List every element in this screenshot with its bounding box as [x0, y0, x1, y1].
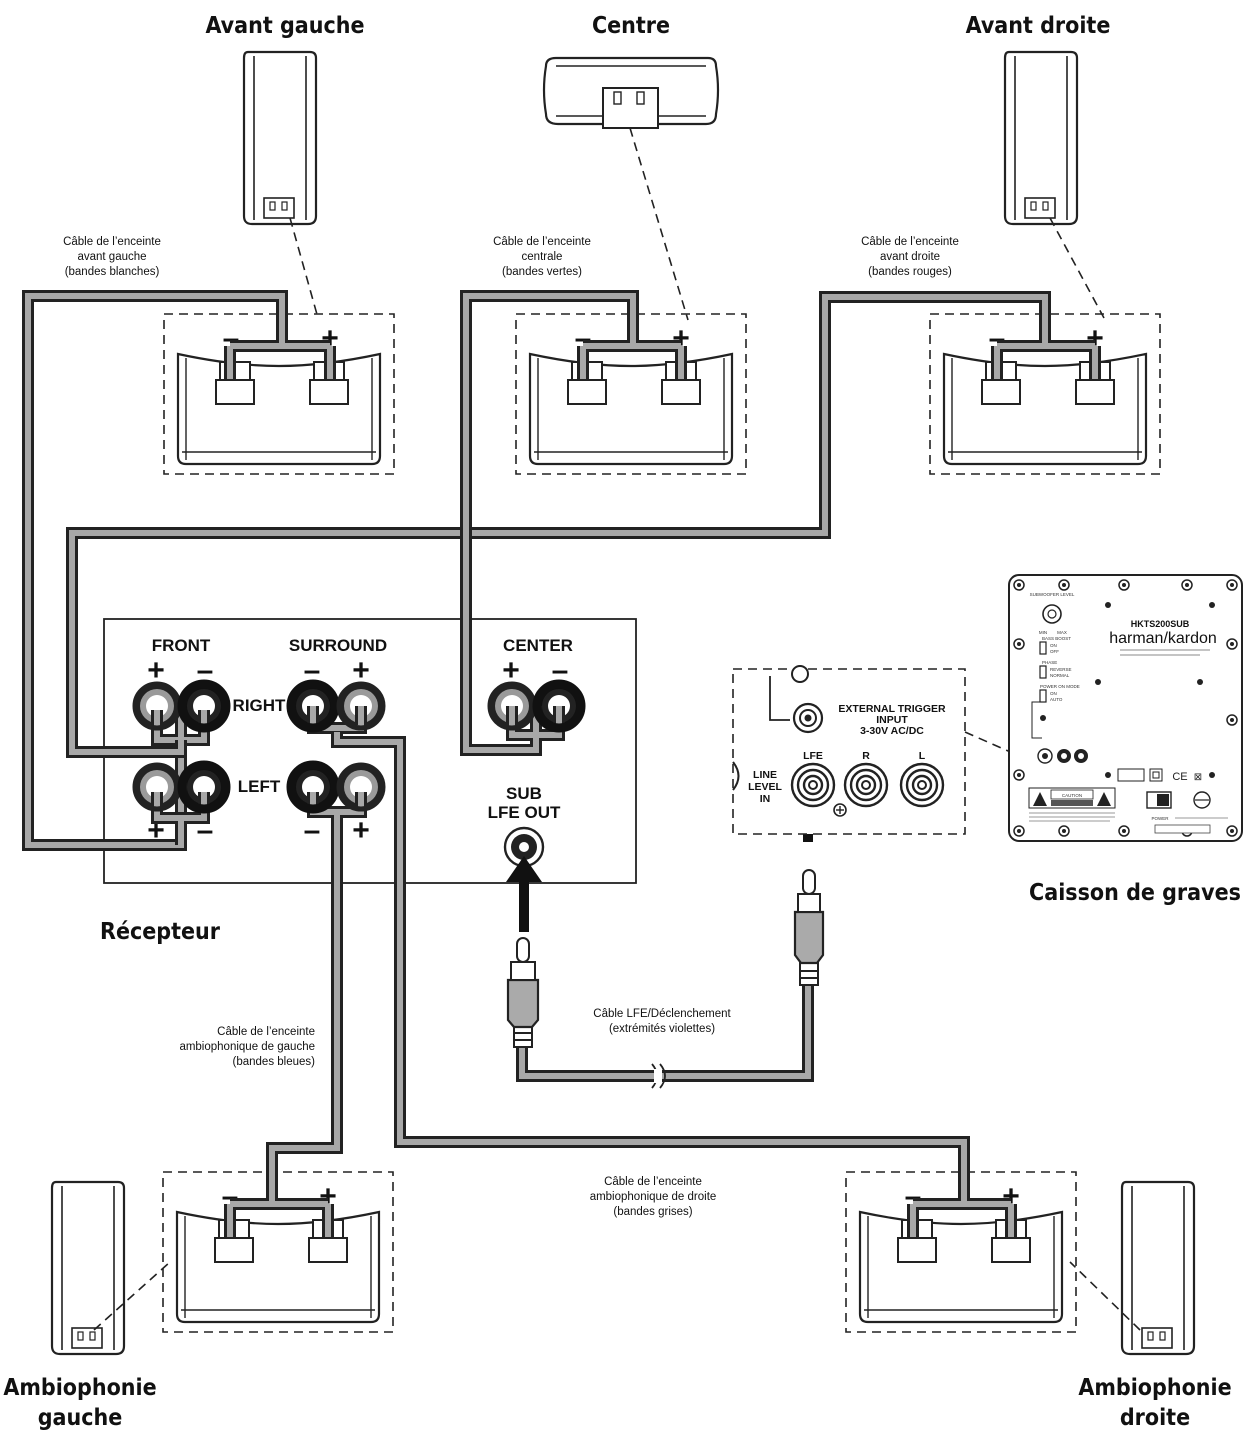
- surround-right-title-line1: Ambiophonie: [1078, 1375, 1231, 1401]
- svg-text:CE: CE: [1172, 771, 1187, 783]
- svg-text:centrale: centrale: [522, 251, 563, 263]
- svg-text:Câble de l’enceinte: Câble de l’enceinte: [63, 236, 161, 248]
- svg-text:SUB: SUB: [506, 784, 542, 803]
- lfe-plug-subwoofer: [793, 869, 825, 986]
- svg-text:R: R: [862, 750, 870, 762]
- surround-right-speaker: [1120, 1180, 1196, 1356]
- svg-text:Câble de l’enceinte: Câble de l’enceinte: [217, 1026, 315, 1038]
- svg-text:–: –: [304, 654, 321, 687]
- terminal-connectors: [214, 379, 1115, 1263]
- svg-text:OFF: OFF: [1050, 649, 1059, 654]
- svg-text:ambiophonique de droite: ambiophonique de droite: [590, 1191, 717, 1203]
- svg-text:CENTER: CENTER: [503, 636, 573, 655]
- surround-right-cable-caption: Câble de l’enceinte ambiophonique de dro…: [590, 1176, 717, 1218]
- svg-text:LEFT: LEFT: [238, 777, 281, 796]
- svg-text:Câble de l’enceinte: Câble de l’enceinte: [493, 236, 591, 248]
- svg-text:FRONT: FRONT: [152, 636, 211, 655]
- svg-text:L: L: [919, 750, 926, 762]
- front-right-title: Avant droite: [966, 13, 1111, 39]
- center-cable-caption: Câble de l’enceinte centrale (bandes ver…: [493, 236, 591, 278]
- svg-text:SUBWOOFER LEVEL: SUBWOOFER LEVEL: [1030, 592, 1075, 597]
- lfe-cable: [516, 985, 814, 1089]
- svg-text:REVERSE: REVERSE: [1050, 667, 1072, 672]
- receiver-panel: [103, 618, 637, 884]
- svg-text:POWER: POWER: [1151, 816, 1169, 821]
- surround-left-title-line2: gauche: [38, 1405, 123, 1431]
- svg-text:PHASE: PHASE: [1042, 660, 1057, 665]
- svg-text:(bandes blanches): (bandes blanches): [65, 266, 160, 278]
- svg-text:(extrémités violettes): (extrémités violettes): [609, 1023, 715, 1035]
- svg-text:+: +: [352, 814, 370, 847]
- front-left-speaker: [242, 50, 318, 226]
- svg-text:ON: ON: [1050, 691, 1057, 696]
- front-left-title: Avant gauche: [205, 13, 364, 39]
- svg-text:BASS BOOST: BASS BOOST: [1042, 636, 1071, 641]
- svg-text:harman/kardon: harman/kardon: [1109, 630, 1217, 647]
- surround-right-cable: [307, 706, 1017, 1245]
- svg-text:POWER ON MODE: POWER ON MODE: [1040, 684, 1080, 689]
- subwoofer-panel: SUBWOOFER LEVEL MIN MAX HKTS200SUB harma…: [1008, 574, 1243, 842]
- svg-text:+: +: [502, 654, 520, 687]
- surround-left-title-line1: Ambiophonie: [3, 1375, 156, 1401]
- speaker-leader-lines: [93, 127, 1141, 1331]
- svg-text:CAUTION: CAUTION: [1062, 793, 1082, 798]
- svg-text:NORMAL: NORMAL: [1050, 673, 1070, 678]
- svg-text:LINE: LINE: [753, 769, 777, 781]
- svg-text:–: –: [552, 654, 569, 687]
- svg-text:Câble de l’enceinte: Câble de l’enceinte: [861, 236, 959, 248]
- svg-text:3-30V AC/DC: 3-30V AC/DC: [860, 725, 924, 737]
- svg-text:RIGHT: RIGHT: [233, 696, 287, 715]
- svg-text:MIN: MIN: [1039, 630, 1047, 635]
- svg-text:ON: ON: [1050, 643, 1057, 648]
- svg-text:(bandes bleues): (bandes bleues): [233, 1056, 316, 1068]
- svg-text:LFE: LFE: [803, 750, 823, 762]
- front-right-cable-caption: Câble de l’enceinte avant droite (bandes…: [861, 236, 959, 278]
- svg-text:avant gauche: avant gauche: [77, 251, 146, 263]
- svg-text:LFE OUT: LFE OUT: [488, 803, 561, 822]
- svg-text:+: +: [147, 654, 165, 687]
- center-cable: [460, 290, 687, 756]
- svg-text:+: +: [352, 654, 370, 687]
- center-title: Centre: [592, 13, 670, 39]
- surround-left-cable-caption: Câble de l’enceinte ambiophonique de gau…: [179, 1026, 315, 1068]
- front-right-cable: [66, 291, 1101, 758]
- receiver-jack-caps: [132, 679, 586, 814]
- svg-text:⊠: ⊠: [1194, 772, 1202, 783]
- sub-lfe-out-jack: [503, 826, 545, 868]
- surround-left-speaker: [50, 1180, 126, 1356]
- svg-text:–: –: [197, 654, 214, 687]
- svg-text:(bandes vertes): (bandes vertes): [502, 266, 582, 278]
- svg-text:AUTO: AUTO: [1050, 697, 1063, 702]
- svg-text:(bandes grises): (bandes grises): [613, 1206, 692, 1218]
- center-speaker: [542, 56, 720, 129]
- lfe-cable-caption: Câble LFE/Déclenchement (extrémités viol…: [593, 1008, 731, 1035]
- svg-text:avant droite: avant droite: [880, 251, 940, 263]
- svg-text:Câble de l’enceinte: Câble de l’enceinte: [604, 1176, 702, 1188]
- svg-text:HKTS200SUB: HKTS200SUB: [1131, 619, 1190, 629]
- subwoofer-inset: EXTERNAL TRIGGER INPUT 3-30V AC/DC LINE …: [732, 665, 966, 835]
- svg-text:EXTERNAL TRIGGER: EXTERNAL TRIGGER: [838, 703, 946, 715]
- svg-text:MAX: MAX: [1057, 630, 1067, 635]
- svg-text:SURROUND: SURROUND: [289, 636, 387, 655]
- svg-text:INPUT: INPUT: [876, 714, 908, 726]
- front-left-cable: [22, 290, 336, 851]
- svg-text:Câble LFE/Déclenchement: Câble LFE/Déclenchement: [593, 1008, 731, 1020]
- lfe-plug-receiver: [506, 937, 540, 1048]
- svg-text:LEVEL: LEVEL: [748, 781, 782, 793]
- receiver-title: Récepteur: [100, 919, 221, 945]
- front-left-cable-caption: Câble de l’enceinte avant gauche (bandes…: [63, 236, 161, 278]
- svg-text:ambiophonique de gauche: ambiophonique de gauche: [179, 1041, 315, 1053]
- receiver-labels: FRONT SURROUND CENTER + – – + + – RIGHT …: [147, 636, 573, 847]
- svg-text:–: –: [304, 814, 321, 847]
- subwoofer-title: Caisson de graves: [1029, 880, 1241, 906]
- surround-right-title-line2: droite: [1120, 1405, 1190, 1431]
- front-right-speaker: [1003, 50, 1079, 226]
- svg-text:(bandes rouges): (bandes rouges): [868, 266, 952, 278]
- svg-text:IN: IN: [760, 793, 771, 805]
